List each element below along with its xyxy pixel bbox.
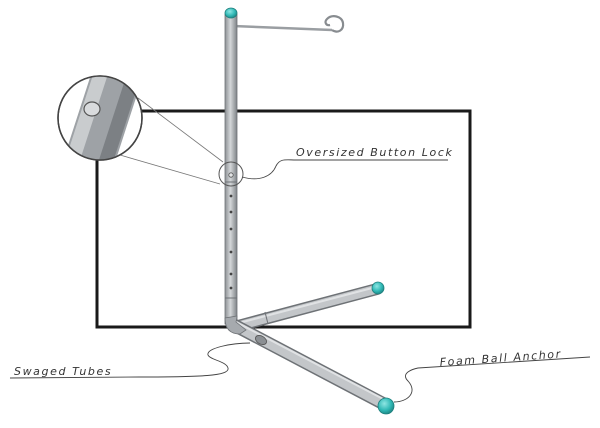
- hook: [324, 15, 345, 33]
- label-foam-ball: Foam Ball Anchor: [439, 347, 562, 368]
- label-swaged-tubes: Swaged Tubes: [14, 365, 112, 378]
- button-lock-closeup: [83, 101, 101, 117]
- elbow-joint: [224, 315, 247, 335]
- magnifier-guide-top: [137, 97, 224, 163]
- vertical-pole: [224, 13, 238, 325]
- leader-button-lock: [241, 159, 448, 180]
- label-button-lock: Oversized Button Lock: [296, 146, 453, 159]
- leader-swaged-tubes: [9, 342, 251, 379]
- foam-ball-lower: [377, 397, 395, 415]
- foam-ball-upper: [371, 281, 385, 295]
- lower-leg: [225, 317, 391, 411]
- leader-foam-ball: [393, 356, 591, 403]
- magnifier-guide-bottom: [119, 154, 221, 185]
- button-lock-magnifier: [57, 75, 143, 161]
- background-frame: [95, 109, 472, 329]
- upper-leg: [232, 283, 383, 332]
- top-cap: [224, 7, 238, 19]
- button-lock: [218, 161, 244, 187]
- hanger-rod: [232, 15, 345, 33]
